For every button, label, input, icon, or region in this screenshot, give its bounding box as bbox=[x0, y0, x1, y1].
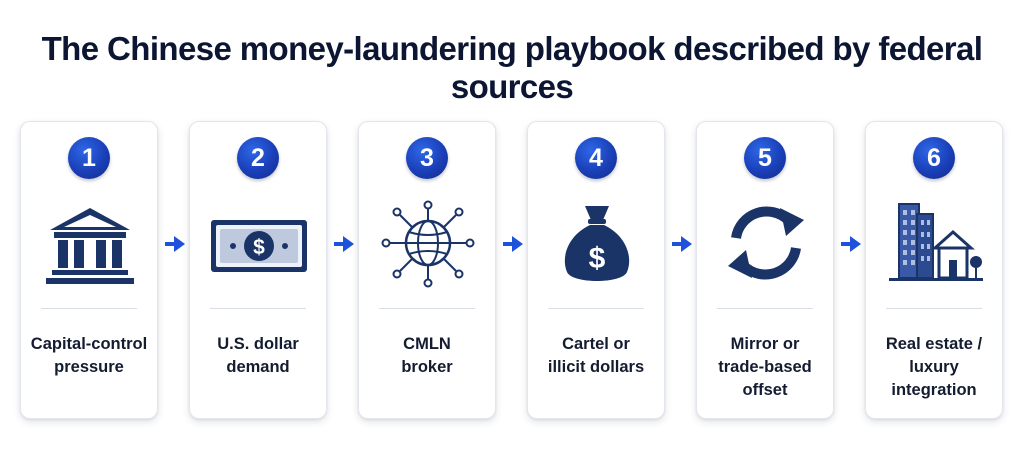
real-estate-buildings-icon bbox=[889, 203, 983, 281]
flow-arrow-icon bbox=[503, 236, 523, 252]
step-card-6: 6 Real estate / luxur bbox=[865, 121, 1003, 419]
flow-arrow-icon bbox=[334, 236, 354, 252]
diagram-title: The Chinese money-laundering playbook de… bbox=[41, 30, 983, 105]
step-number-badge: 2 bbox=[237, 137, 279, 179]
step-card-4: 4 $ Cartel or illicit dollars bbox=[527, 121, 665, 419]
card-divider bbox=[717, 308, 813, 309]
card-divider bbox=[886, 308, 982, 309]
step-label: U.S. dollar demand bbox=[217, 335, 299, 376]
step-label: CMLN broker bbox=[401, 335, 453, 376]
step-card-2: 2 $ U.S. dollar demand bbox=[189, 121, 327, 419]
step-card-1: 1 Capital-control pressure bbox=[20, 121, 158, 419]
circular-arrows-icon bbox=[728, 206, 804, 280]
step-card-5: 5 Mirror or trade-based offset bbox=[696, 121, 834, 419]
svg-text:$: $ bbox=[589, 242, 606, 275]
step-number-badge: 5 bbox=[744, 137, 786, 179]
step-card-3: 3 bbox=[358, 121, 496, 419]
network-globe-icon bbox=[381, 200, 475, 288]
step-label: Real estate / luxury integration bbox=[885, 335, 983, 399]
money-bag-icon: $ bbox=[564, 206, 630, 281]
step-label: Capital-control pressure bbox=[30, 335, 148, 376]
step-number-badge: 3 bbox=[406, 137, 448, 179]
dollar-bill-icon: $ bbox=[211, 220, 307, 272]
card-divider bbox=[41, 308, 137, 309]
flow-arrow-icon bbox=[165, 236, 185, 252]
card-divider bbox=[379, 308, 475, 309]
flow-arrow-icon bbox=[672, 236, 692, 252]
flow-arrow-icon bbox=[841, 236, 861, 252]
step-number-badge: 4 bbox=[575, 137, 617, 179]
bank-building-icon bbox=[46, 208, 134, 284]
step-label: Mirror or trade-based offset bbox=[718, 335, 812, 399]
step-number-badge: 1 bbox=[68, 137, 110, 179]
card-divider bbox=[548, 308, 644, 309]
svg-text:$: $ bbox=[253, 236, 265, 259]
step-label: Cartel or illicit dollars bbox=[547, 335, 645, 376]
card-divider bbox=[210, 308, 306, 309]
step-number-badge: 6 bbox=[913, 137, 955, 179]
